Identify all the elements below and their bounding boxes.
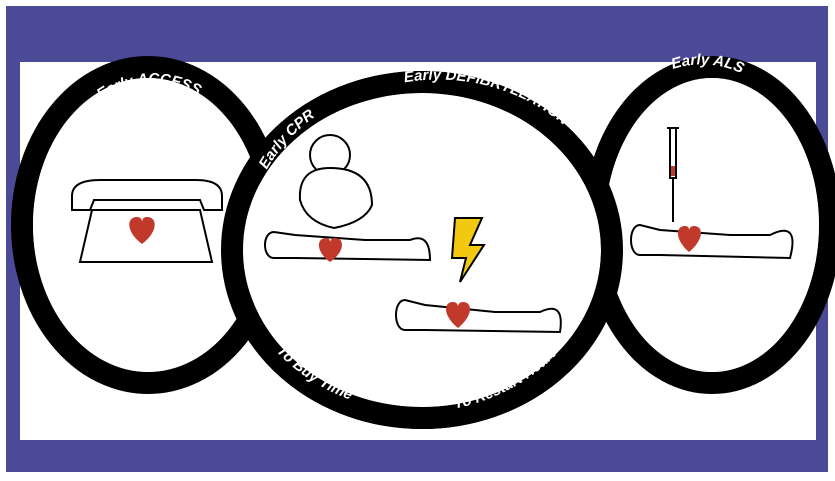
telephone-icon: [72, 180, 222, 262]
